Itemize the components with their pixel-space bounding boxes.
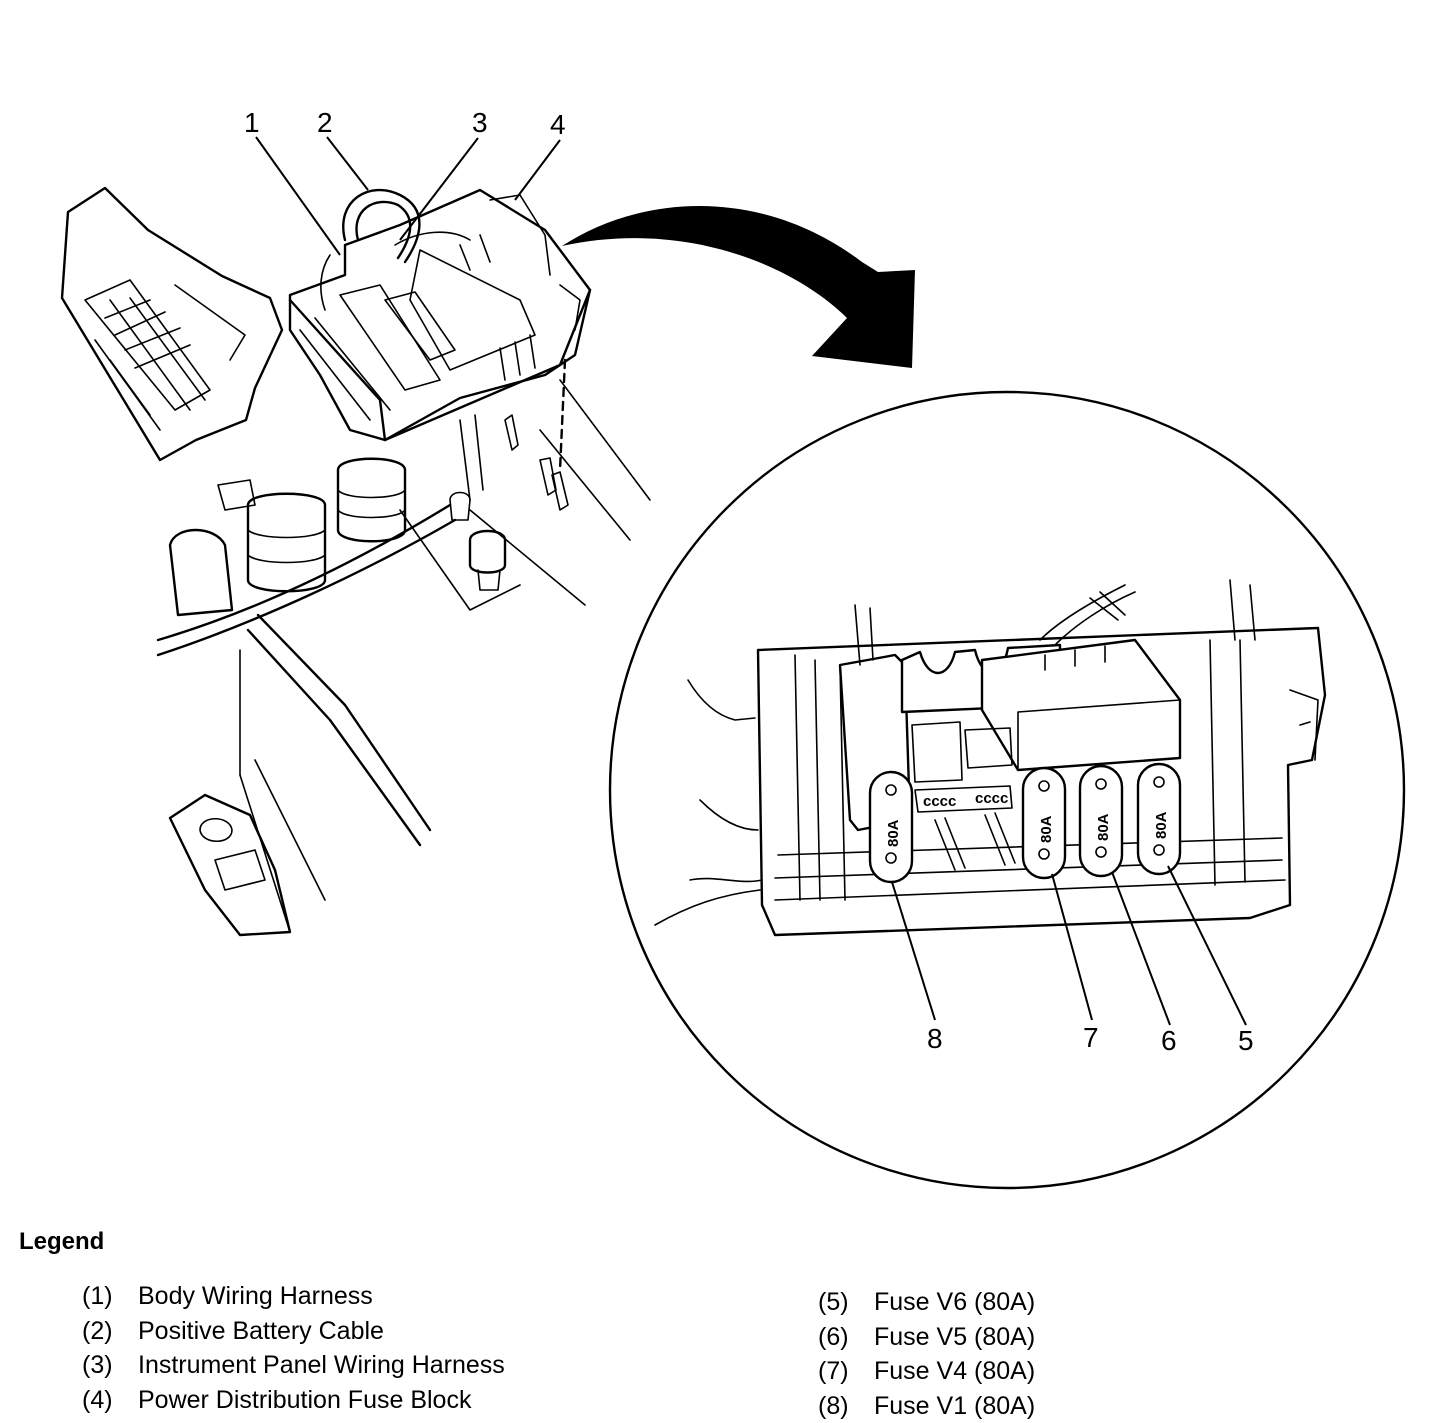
fuse-5: 80A	[1138, 764, 1180, 874]
fuse-8: 80A	[870, 772, 912, 882]
legend-item: (3) Instrument Panel Wiring Harness	[82, 1348, 505, 1383]
svg-text:cccc: cccc	[975, 790, 1008, 807]
legend-left-column: (1) Body Wiring Harness (2) Positive Bat…	[82, 1279, 505, 1417]
legend-item-number: (5)	[818, 1285, 874, 1320]
legend-item-number: (2)	[82, 1314, 138, 1349]
fuse-block-illustration: cccc cccc 80A 80A 80A 80A	[0, 0, 1456, 1200]
legend-item: (2) Positive Battery Cable	[82, 1314, 505, 1349]
callout-3: 3	[472, 107, 488, 138]
curved-arrow	[562, 206, 915, 368]
callout-2: 2	[317, 107, 333, 138]
fuse-6: 80A	[1080, 766, 1122, 876]
fuse-7: 80A	[1023, 768, 1065, 878]
legend-item-text: Fuse V6 (80A)	[874, 1285, 1035, 1320]
legend-item-number: (4)	[82, 1383, 138, 1418]
callout-7: 7	[1083, 1022, 1099, 1053]
legend-item: (4) Power Distribution Fuse Block	[82, 1383, 505, 1418]
legend-item-number: (3)	[82, 1348, 138, 1383]
legend-item: (7) Fuse V4 (80A)	[818, 1354, 1035, 1389]
fuse-5-rating: 80A	[1153, 811, 1170, 839]
legend-item: (5) Fuse V6 (80A)	[818, 1285, 1035, 1320]
legend-right-column: (5) Fuse V6 (80A) (6) Fuse V5 (80A) (7) …	[818, 1285, 1035, 1423]
legend-item: (8) Fuse V1 (80A)	[818, 1389, 1035, 1423]
detail-view: cccc cccc 80A 80A 80A 80A	[610, 392, 1404, 1188]
legend-title: Legend	[19, 1228, 104, 1256]
callout-8: 8	[927, 1023, 943, 1054]
callout-4: 4	[550, 109, 566, 140]
callout-6: 6	[1161, 1025, 1177, 1056]
legend-item-text: Positive Battery Cable	[138, 1314, 384, 1349]
legend-item-text: Fuse V1 (80A)	[874, 1389, 1035, 1423]
legend-item-number: (8)	[818, 1389, 874, 1423]
legend-item-text: Body Wiring Harness	[138, 1279, 373, 1314]
engine-bay-overview	[62, 188, 650, 935]
svg-text:cccc: cccc	[923, 793, 956, 810]
callout-1: 1	[244, 107, 260, 138]
legend-item-text: Power Distribution Fuse Block	[138, 1383, 471, 1418]
callout-5: 5	[1238, 1025, 1254, 1056]
legend-item: (1) Body Wiring Harness	[82, 1279, 505, 1314]
legend-item-number: (1)	[82, 1279, 138, 1314]
legend-item: (6) Fuse V5 (80A)	[818, 1320, 1035, 1355]
legend-item-number: (7)	[818, 1354, 874, 1389]
fuse-7-rating: 80A	[1038, 815, 1055, 843]
legend-item-text: Fuse V4 (80A)	[874, 1354, 1035, 1389]
fuse-6-rating: 80A	[1095, 813, 1112, 841]
fuse-8-rating: 80A	[885, 819, 902, 847]
legend-item-number: (6)	[818, 1320, 874, 1355]
legend-item-text: Instrument Panel Wiring Harness	[138, 1348, 505, 1383]
legend-item-text: Fuse V5 (80A)	[874, 1320, 1035, 1355]
